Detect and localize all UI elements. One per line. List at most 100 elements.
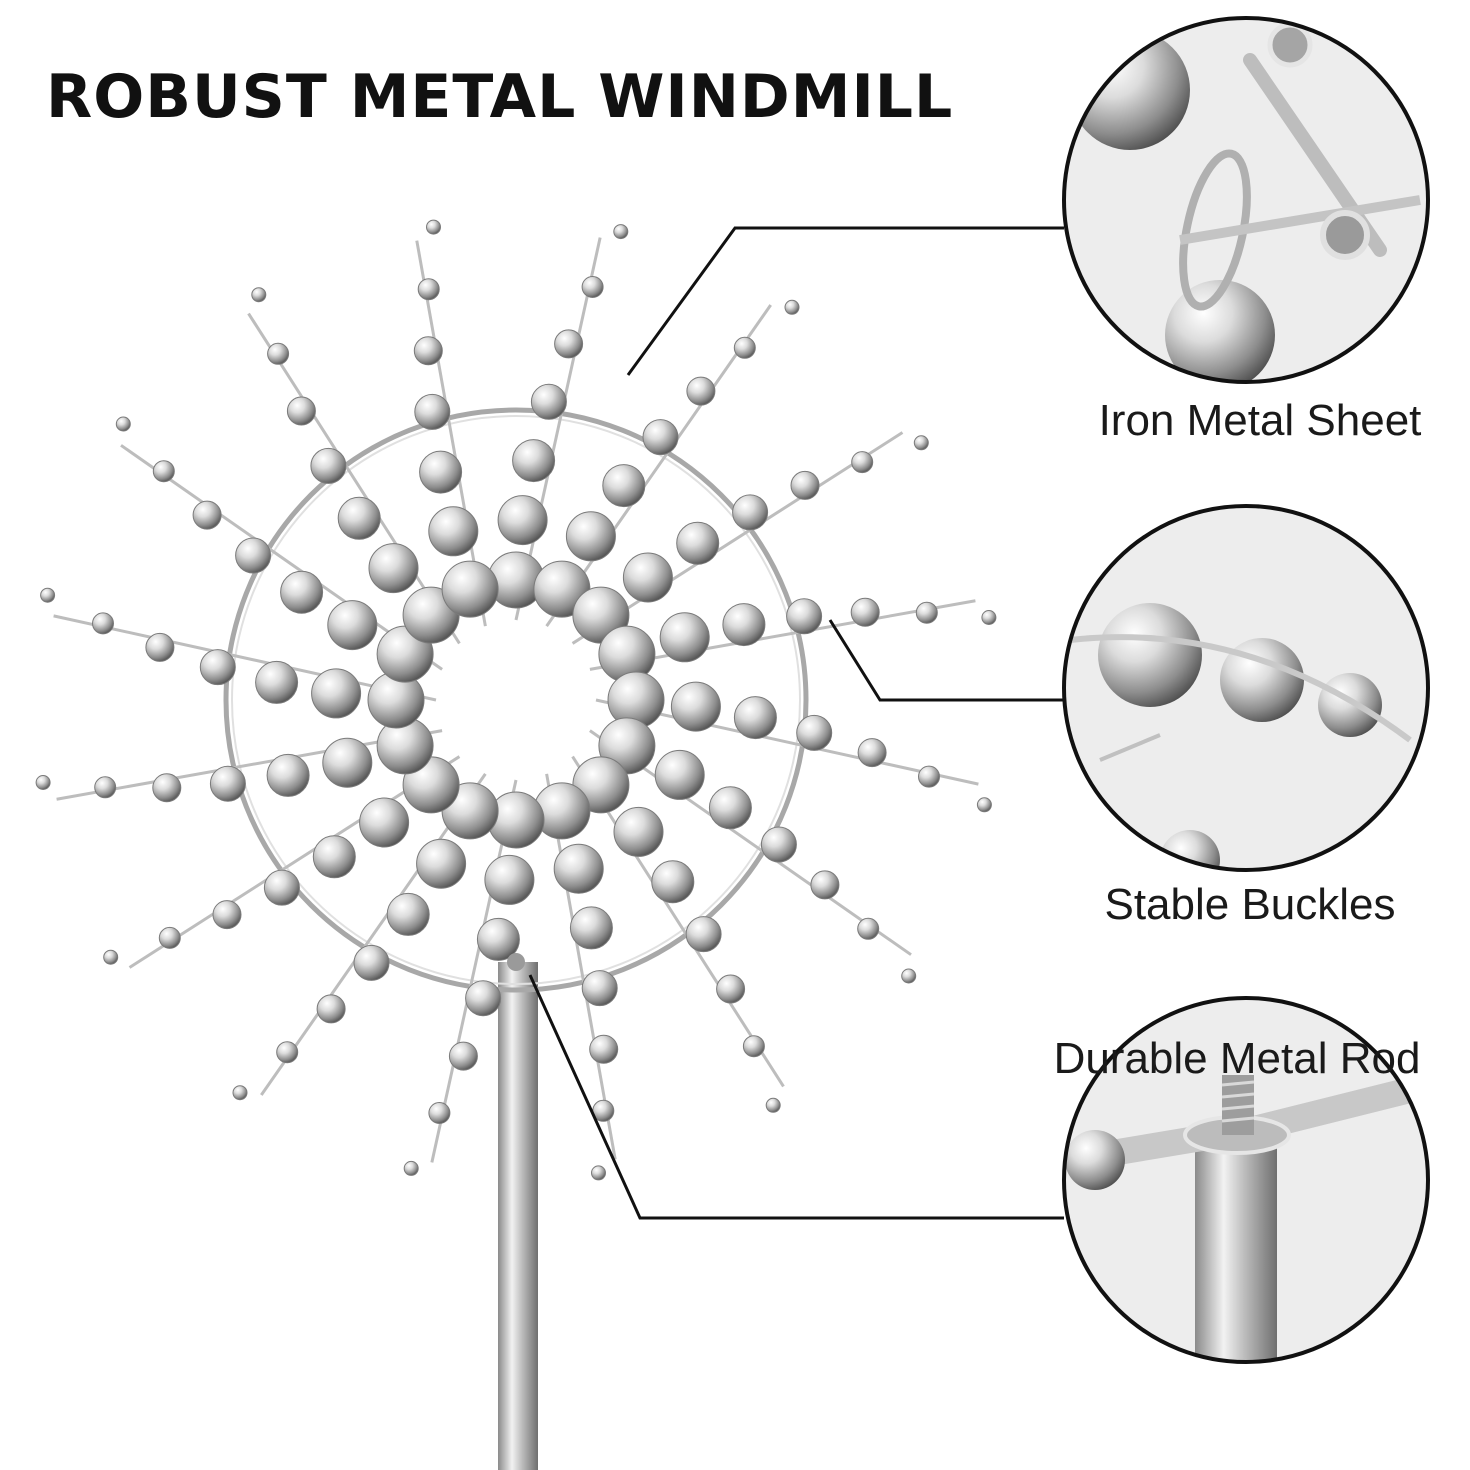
closeup-durable-metal-rod	[1062, 996, 1430, 1364]
windmill-cup	[327, 600, 378, 651]
windmill-cup	[733, 336, 756, 359]
windmill-cup	[716, 974, 746, 1004]
windmill-cup	[267, 342, 290, 365]
windmill-cup	[276, 1041, 299, 1064]
windmill-cup	[581, 276, 604, 298]
windmill-cup	[465, 980, 502, 1017]
leader-line-durable-metal-rod	[528, 974, 1064, 1220]
windmill-cup	[901, 968, 917, 984]
windmill-cup	[209, 765, 246, 802]
windmill-cup	[312, 835, 356, 879]
windmill-cup	[659, 612, 710, 663]
windmill-cup	[857, 738, 887, 768]
windmill-cup	[591, 1165, 606, 1181]
windmill-cup	[322, 737, 373, 788]
windmill-cup	[565, 511, 616, 562]
windmill-cup	[742, 1035, 765, 1058]
windmill-cup	[760, 826, 797, 863]
windmill-arm	[589, 597, 997, 683]
windmill-cup	[602, 464, 646, 508]
windmill-wheel	[35, 219, 997, 1181]
windmill-cup	[232, 1085, 248, 1101]
windmill-cup	[589, 1034, 619, 1064]
windmill-cup	[448, 1041, 478, 1071]
windmill-cup	[280, 570, 324, 614]
windmill-cup	[915, 601, 938, 624]
windmill-cup	[40, 587, 56, 603]
windmill-cup	[386, 892, 430, 936]
closeup-stable-buckles	[1062, 504, 1430, 872]
windmill-cup	[642, 419, 679, 456]
callout-label-iron-metal-sheet: Iron Metal Sheet	[1098, 396, 1422, 445]
callout-label-durable-metal-rod: Durable Metal Rod	[1053, 1034, 1421, 1083]
windmill-cup	[419, 450, 463, 494]
windmill-cup	[103, 949, 119, 965]
windmill-cup	[413, 336, 443, 366]
windmill-cup	[417, 278, 440, 301]
windmill-cup	[512, 439, 556, 483]
wheel-ring	[223, 407, 809, 993]
windmill-cup	[790, 470, 820, 500]
windmill-cup	[426, 219, 441, 235]
windmill-cup	[152, 773, 182, 803]
windmill-cup	[654, 749, 705, 800]
windmill-cup	[115, 416, 131, 432]
windmill-cup	[581, 970, 618, 1007]
page-title: ROBUST METAL WINDMILL	[46, 62, 954, 132]
windmill-cup	[484, 854, 535, 905]
windmill-arm	[403, 779, 545, 1176]
windmill-cup	[850, 597, 880, 627]
windmill-cup	[981, 610, 997, 625]
windmill-cup	[199, 649, 236, 686]
windmill-cup	[613, 806, 664, 857]
windmill-cup	[476, 917, 520, 961]
windmill-cup	[212, 900, 242, 930]
windmill-cup	[708, 786, 752, 830]
windmill-cup	[569, 906, 613, 950]
callout-label-stable-buckles: Stable Buckles	[1104, 880, 1396, 929]
rod-cap	[507, 953, 525, 971]
windmill-cup	[158, 926, 181, 949]
windmill-cup	[263, 869, 300, 906]
windmill-cup	[92, 612, 114, 635]
windmill-cup	[796, 714, 833, 751]
windmill-arm	[413, 219, 499, 627]
windmill-cup	[651, 860, 695, 904]
windmill-cup	[622, 552, 673, 603]
windmill-cup	[553, 843, 604, 894]
windmill-cup	[286, 396, 316, 426]
windmill-cup	[765, 1097, 781, 1113]
windmill-cup	[145, 632, 175, 662]
windmill-cup	[918, 765, 940, 788]
windmill-arm	[571, 755, 785, 1113]
windmill-cup	[676, 521, 720, 565]
windmill-cup	[35, 775, 51, 790]
windmill-cup	[235, 537, 272, 574]
windmill-cup	[441, 560, 499, 618]
windmill-cup	[266, 753, 310, 797]
windmill-arm	[595, 671, 992, 813]
windmill-cup	[976, 797, 992, 813]
windmill-cup	[722, 603, 766, 647]
windmill-cup	[851, 451, 874, 474]
windmill-cup	[733, 696, 777, 740]
windmill-cup	[416, 838, 467, 889]
windmill-cup	[255, 660, 299, 704]
windmill-cup	[686, 376, 716, 406]
windmill-arm	[533, 773, 619, 1181]
windmill-cup	[732, 494, 769, 531]
windmill-cup	[316, 994, 346, 1024]
windmill-cup	[414, 393, 451, 430]
windmill-arm	[487, 224, 629, 621]
windmill-cup	[784, 299, 800, 315]
windmill-cup	[428, 1102, 451, 1124]
leader-line-iron-metal-sheet	[626, 226, 1064, 376]
windmill-cup	[428, 506, 479, 557]
windmill-cup	[251, 287, 267, 303]
windmill-cup	[810, 870, 840, 900]
windmill-cup	[192, 500, 222, 530]
windmill-arm	[115, 416, 443, 683]
windmill-cup	[337, 496, 381, 540]
windmill-rod	[498, 962, 538, 1470]
